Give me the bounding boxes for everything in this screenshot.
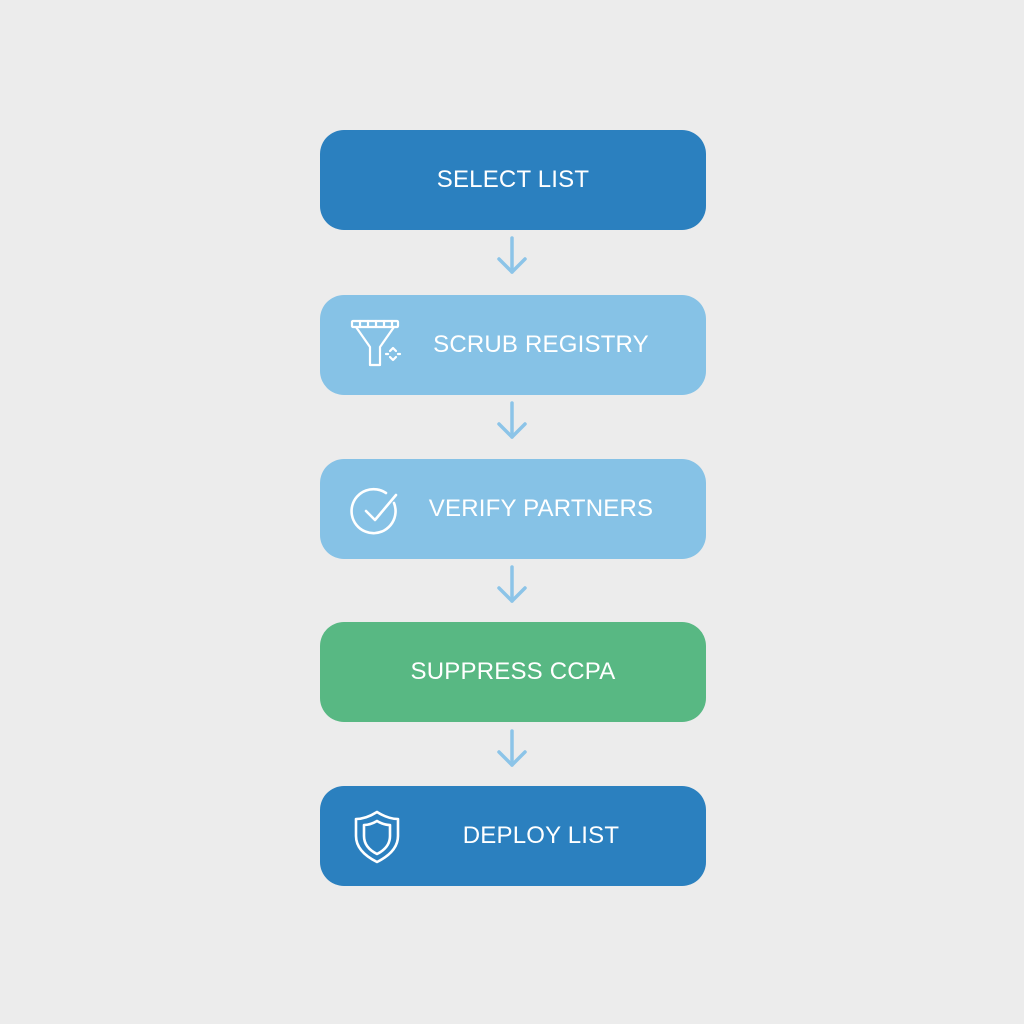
step-label: SELECT LIST [436, 166, 590, 193]
step-verify-partners: VERIFY PARTNERS [320, 459, 706, 559]
step-label: SCRUB REGISTRY [433, 331, 649, 358]
step-label: VERIFY PARTNERS [428, 495, 654, 522]
step-label: DEPLOY LIST [462, 822, 620, 849]
step-scrub-registry: SCRUB REGISTRY [320, 295, 706, 395]
arrow-down-icon [497, 236, 527, 274]
shield-icon [354, 810, 400, 864]
step-suppress-ccpa: SUPPRESS CCPA [320, 622, 706, 722]
step-select-list: SELECT LIST [320, 130, 706, 230]
arrow-down-icon [497, 401, 527, 439]
arrow-down-icon [497, 565, 527, 603]
step-deploy-list: DEPLOY LIST [320, 786, 706, 886]
check-circle-icon [350, 487, 398, 535]
step-label: SUPPRESS CCPA [410, 658, 616, 685]
filter-funnel-icon [350, 319, 402, 367]
arrow-down-icon [497, 729, 527, 767]
